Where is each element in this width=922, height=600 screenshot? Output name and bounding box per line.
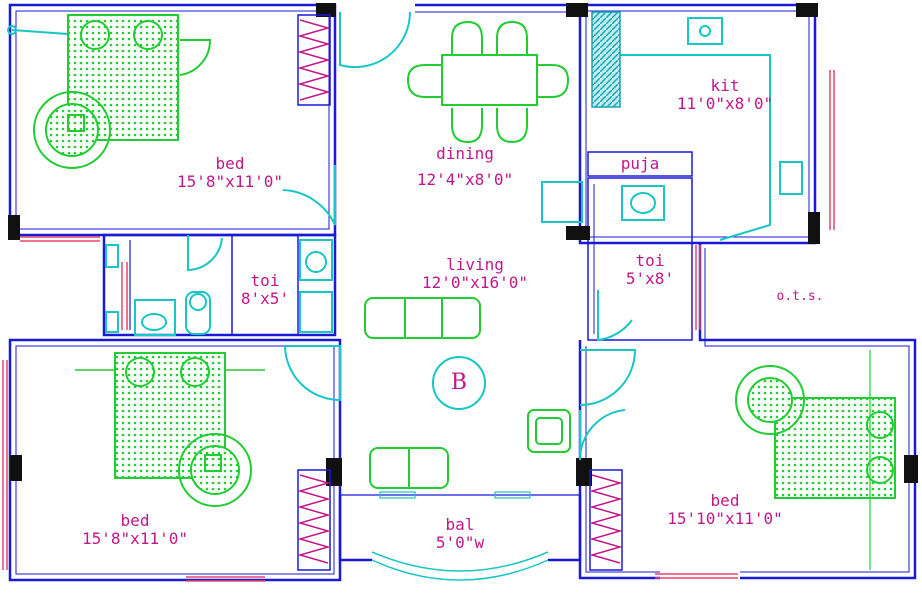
room-label-bed-right: bed 15'10"x11'0" xyxy=(655,492,795,528)
room-label-toilet-right: toi 5'x8' xyxy=(612,252,688,288)
room-size: 12'0"x16'0" xyxy=(422,273,528,292)
columns xyxy=(8,3,918,486)
room-name: living xyxy=(446,255,504,274)
room-name: toi xyxy=(635,251,665,270)
wardrobes xyxy=(297,14,623,571)
room-name: bed xyxy=(120,511,150,530)
room-name: bed xyxy=(215,154,245,173)
room-label-toilet-left: toi 8'x5' xyxy=(232,272,298,308)
room-name: bed xyxy=(710,491,740,510)
room-name: kit xyxy=(710,76,740,95)
room-size: 5'x8' xyxy=(625,269,675,288)
room-name: dining xyxy=(436,144,494,163)
room-label-living: living 12'0"x16'0" xyxy=(400,256,550,292)
room-label-bed-top-left: bed 15'8"x11'0" xyxy=(165,155,295,191)
bed-top-left xyxy=(33,14,212,169)
ots-label: o.t.s. xyxy=(776,289,824,304)
room-size: 15'10"x11'0" xyxy=(667,509,783,528)
room-name: toi xyxy=(250,271,280,290)
room-size: 8'x5' xyxy=(240,289,290,308)
room-label-balcony: bal 5'0"w xyxy=(420,516,500,552)
room-label-dining: dining 12'4"x8'0" xyxy=(400,145,530,189)
room-name: bal xyxy=(445,515,475,534)
room-label-kitchen: kit 11'0"x8'0" xyxy=(665,77,785,113)
room-label-puja: puja xyxy=(610,155,670,173)
windows xyxy=(2,70,835,582)
room-size: 5'0"w xyxy=(435,533,485,552)
room-size: 12'4"x8'0" xyxy=(416,170,514,189)
bed-bottom-left xyxy=(75,352,265,507)
block-label: B xyxy=(432,356,486,410)
furniture xyxy=(33,14,896,570)
room-label-bed-bottom-left: bed 15'8"x11'0" xyxy=(70,512,200,548)
room-size: 11'0"x8'0" xyxy=(676,94,774,113)
bed-right xyxy=(735,350,896,570)
room-size: 15'8"x11'0" xyxy=(82,529,188,548)
dining-table xyxy=(406,20,570,144)
room-size: 15'8"x11'0" xyxy=(177,172,283,191)
doors xyxy=(7,11,803,581)
room-name: puja xyxy=(620,154,660,173)
kitchen-counter xyxy=(591,11,621,108)
